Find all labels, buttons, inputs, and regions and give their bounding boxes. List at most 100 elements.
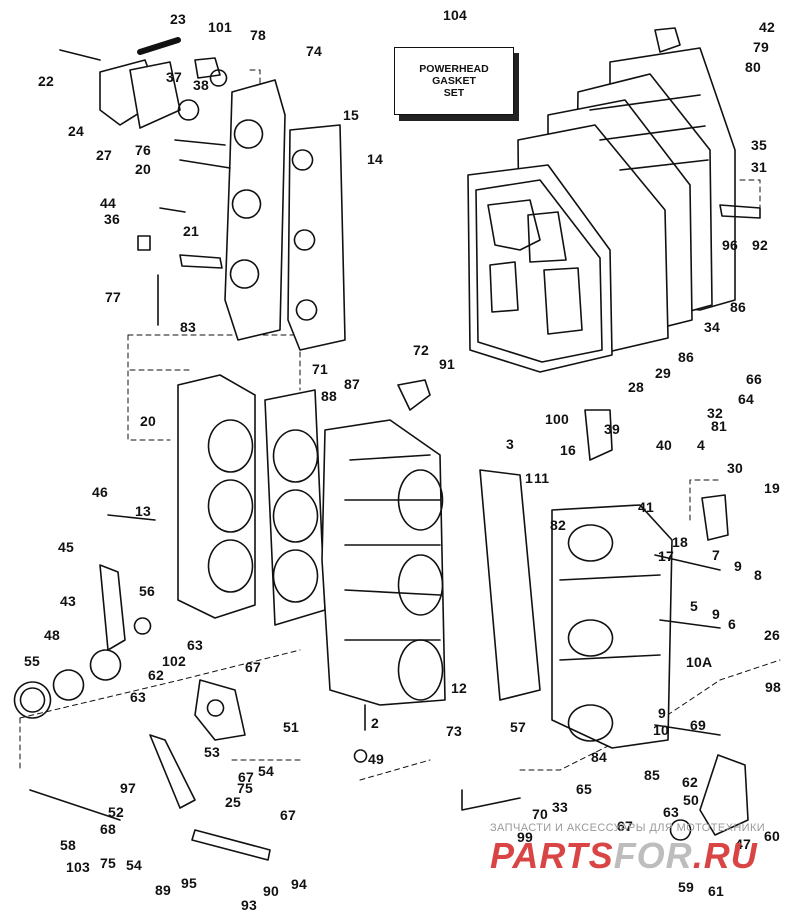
callout-label: 45 xyxy=(58,539,74,555)
callout-label: 35 xyxy=(751,137,767,153)
callout-label: 54 xyxy=(258,763,274,779)
callout-label: 1 xyxy=(525,470,533,486)
callout-label: 39 xyxy=(604,421,620,437)
callout-label: 17 xyxy=(658,548,674,564)
callout-label: 52 xyxy=(108,804,124,820)
callout-label: 86 xyxy=(678,349,694,365)
callout-label: 61 xyxy=(708,883,724,899)
kit-line-2: GASKET xyxy=(432,75,476,87)
callout-label: 59 xyxy=(678,879,694,895)
callout-label: 8 xyxy=(754,567,762,583)
callout-label: 97 xyxy=(120,780,136,796)
callout-label: 96 xyxy=(722,237,738,253)
callout-label: 87 xyxy=(344,376,360,392)
callout-label: 98 xyxy=(765,679,781,695)
callout-label: 5 xyxy=(690,598,698,614)
callout-label: 70 xyxy=(532,806,548,822)
callout-label: 37 xyxy=(166,69,182,85)
callout-label: 23 xyxy=(170,11,186,27)
callout-label: 12 xyxy=(451,680,467,696)
callout-label: 67 xyxy=(238,769,254,785)
callout-label: 75 xyxy=(237,780,253,796)
callout-label: 66 xyxy=(746,371,762,387)
callout-label: 74 xyxy=(306,43,322,59)
callout-label: 75 xyxy=(100,855,116,871)
watermark-part1: PARTS xyxy=(490,835,614,876)
crankcase xyxy=(551,409,729,749)
callout-label: 20 xyxy=(140,413,156,429)
callout-label: 16 xyxy=(560,442,576,458)
callout-label: 9 xyxy=(658,705,666,721)
callout-label: 14 xyxy=(367,151,383,167)
callout-label: 13 xyxy=(135,503,151,519)
kit-line-1: POWERHEAD xyxy=(419,63,489,75)
callout-label: 82 xyxy=(550,517,566,533)
callout-label: 63 xyxy=(130,689,146,705)
callout-label: 65 xyxy=(576,781,592,797)
callout-label: 46 xyxy=(92,484,108,500)
callout-label: 63 xyxy=(187,637,203,653)
callout-label: 50 xyxy=(683,792,699,808)
callout-label: 62 xyxy=(682,774,698,790)
callout-label: 67 xyxy=(245,659,261,675)
callout-label: 89 xyxy=(155,882,171,898)
callout-label: 34 xyxy=(704,319,720,335)
callout-label: 91 xyxy=(439,356,455,372)
callout-label: 99 xyxy=(517,829,533,845)
gasket-set-box: POWERHEAD GASKET SET xyxy=(394,47,514,115)
callout-label: 73 xyxy=(446,723,462,739)
callout-label: 42 xyxy=(759,19,775,35)
callout-label: 43 xyxy=(60,593,76,609)
callout-label: 18 xyxy=(672,534,688,550)
callout-label: 27 xyxy=(96,147,112,163)
callout-label: 49 xyxy=(368,751,384,767)
callout-label: 10 xyxy=(653,722,669,738)
callout-label: 44 xyxy=(100,195,116,211)
kit-line-3: SET xyxy=(443,87,465,99)
callout-label: 19 xyxy=(764,480,780,496)
callout-label: 85 xyxy=(644,767,660,783)
callout-label: 51 xyxy=(283,719,299,735)
callout-label: 9 xyxy=(734,558,742,574)
callout-label: 2 xyxy=(371,715,379,731)
callout-label: 25 xyxy=(225,794,241,810)
callout-label: 93 xyxy=(241,897,257,913)
callout-label: 3 xyxy=(506,436,514,452)
watermark-part2: FOR xyxy=(613,835,693,876)
callout-label: 90 xyxy=(263,883,279,899)
cylinder-block xyxy=(177,374,541,706)
callout-label: 101 xyxy=(208,19,232,35)
callout-label: 67 xyxy=(617,818,633,834)
callout-label: 38 xyxy=(193,77,209,93)
callout-label: 80 xyxy=(745,59,761,75)
exhaust-cover-assembly xyxy=(467,27,761,373)
callout-label: 15 xyxy=(343,107,359,123)
callout-label: 54 xyxy=(126,857,142,873)
callout-label: 21 xyxy=(183,223,199,239)
callout-label: 10A xyxy=(686,654,713,670)
callout-label: 68 xyxy=(100,821,116,837)
callout-label: 40 xyxy=(656,437,672,453)
callout-label: 86 xyxy=(730,299,746,315)
watermark-caption: ЗАПЧАСТИ И АКСЕССУАРЫ ДЛЯ МОТОТЕХНИКИ xyxy=(490,822,766,834)
callout-label: 104 xyxy=(443,7,467,23)
callout-label: 78 xyxy=(250,27,266,43)
callout-label: 60 xyxy=(764,828,780,844)
callout-label: 47 xyxy=(735,836,751,852)
callout-label: 62 xyxy=(148,667,164,683)
callout-label: 88 xyxy=(321,388,337,404)
callout-label: 24 xyxy=(68,123,84,139)
callout-label: 63 xyxy=(663,804,679,820)
callout-label: 83 xyxy=(180,319,196,335)
callout-label: 56 xyxy=(139,583,155,599)
callout-label: 76 xyxy=(135,142,151,158)
throttle-linkage-parts xyxy=(13,379,749,861)
callout-label: 71 xyxy=(312,361,328,377)
callout-label: 53 xyxy=(204,744,220,760)
callout-label: 30 xyxy=(727,460,743,476)
callout-label: 94 xyxy=(291,876,307,892)
callout-label: 55 xyxy=(24,653,40,669)
callout-label: 57 xyxy=(510,719,526,735)
callout-label: 4 xyxy=(697,437,705,453)
